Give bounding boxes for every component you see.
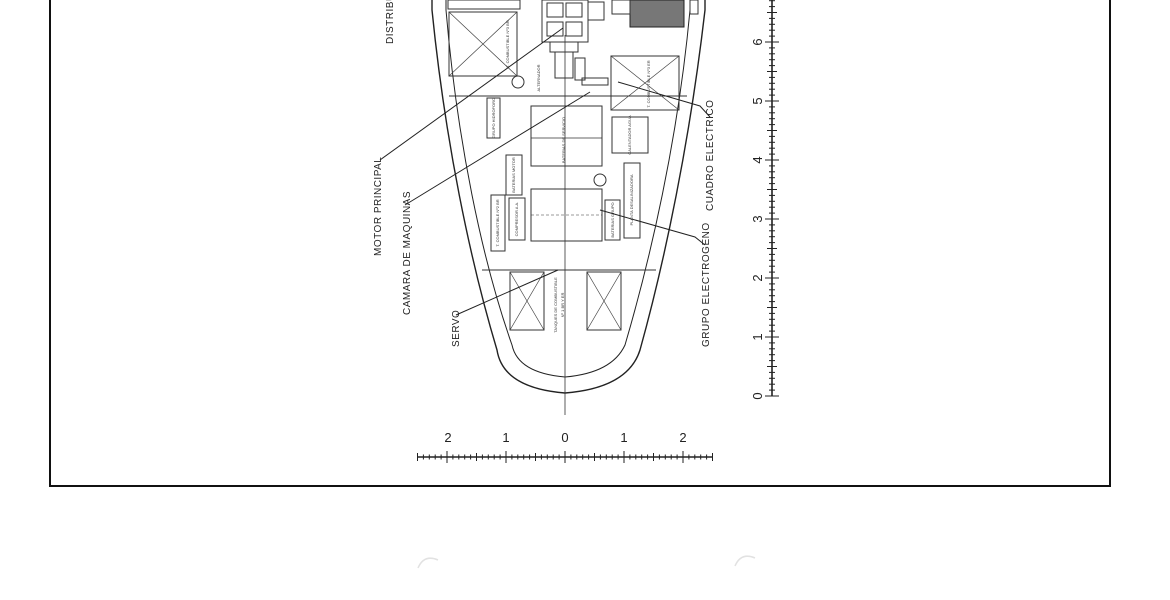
horizontal-scale: 2 1 0 1 2 [417,430,713,463]
svg-text:GRUPO HIDROFORO: GRUPO HIDROFORO [491,98,496,138]
leader-servo [455,269,559,316]
svg-text:BATERIAS MOTOR: BATERIAS MOTOR [511,157,516,193]
leader-motor-principal [379,27,564,161]
label-servo: SERVO [451,310,462,347]
svg-text:Nº 1 BR Y ER: Nº 1 BR Y ER [560,293,565,318]
pump-circle-lower [593,173,607,187]
svg-text:BATERIAS GRUPO: BATERIAS GRUPO [610,202,615,237]
engine-batteries: BATERIAS MOTOR [505,154,523,196]
vscale-label-4: 4 [750,156,765,163]
service-batteries: BATERIAS DE SERVICIO [530,105,603,167]
vscale-label-1: 1 [750,333,765,340]
svg-text:COMPRESOR A.A.: COMPRESOR A.A. [514,202,519,237]
vscale-label-0: 0 [750,392,765,399]
vscale-label-5: 5 [750,97,765,104]
hscale-label-1: 1 [502,430,509,445]
vertical-scale: 0 1 2 3 4 5 6 [750,0,779,400]
fuel-tank-3-er: T. COMBUSTIBLE Nº3 ER [610,55,680,111]
scan-mark-right [734,555,756,567]
vscale-label-3: 3 [750,215,765,222]
desalination-plant: PLANTA DESALINIZADORA [623,162,641,239]
hull-outline [431,0,706,394]
hscale-label-0: 2 [444,430,451,445]
hscale-label-2: 0 [561,430,568,445]
leader-camara-maquinas [404,91,591,206]
fuel-tank-3-br: T. COMBUSTIBLE Nº3 BR [448,11,518,77]
pump-circle-upper [511,75,525,89]
svg-text:T. COMBUSTIBLE Nº2 BR: T. COMBUSTIBLE Nº2 BR [495,199,500,246]
generator-set [530,188,603,242]
vscale-label-2: 2 [750,274,765,281]
vscale-label-6: 6 [750,38,765,45]
hscale-label-3: 1 [620,430,627,445]
label-cuadro-electrico: CUADRO ELECTRICO [705,100,716,211]
aft-fuel-tanks: TANQUES DE COMBUSTIBLE Nº 1 BR Y ER [509,271,622,333]
leader-lines [379,27,711,316]
label-grupo-electrogeno: GRUPO ELECTROGENO [701,222,712,347]
panel-box [581,77,609,86]
leader-cuadro-electrico [617,81,711,118]
water-heater: CALENTADOR AGUA [611,115,649,155]
fuel-tank-2-br: T. COMBUSTIBLE Nº2 BR [490,194,506,252]
svg-text:T. COMBUSTIBLE Nº3 BR: T. COMBUSTIBLE Nº3 BR [505,20,510,67]
svg-text:T. COMBUSTIBLE Nº3 ER: T. COMBUSTIBLE Nº3 ER [646,60,651,107]
label-distribucion: DISTRIBU [385,0,396,44]
label-camara-maquinas: CAMARA DE MAQUINAS [402,191,413,315]
hscale-label-4: 2 [679,430,686,445]
svg-text:PLANTA DESALINIZADORA: PLANTA DESALINIZADORA [629,174,634,225]
generator-batteries: BATERIAS GRUPO [604,199,621,241]
scan-mark-left [417,557,439,569]
leader-grupo-electrogeno [599,209,706,246]
top-structures [447,0,699,28]
ac-compressor: COMPRESOR A.A. [508,197,526,241]
label-motor-principal: MOTOR PRINCIPAL [373,157,384,256]
svg-text:ALTERNADOR: ALTERNADOR [536,64,541,91]
svg-text:CALENTADOR AGUA: CALENTADOR AGUA [627,115,632,155]
hydrophore-unit: GRUPO HIDROFORO [486,97,501,139]
svg-text:BATERIAS DE SERVICIO: BATERIAS DE SERVICIO [561,117,566,163]
main-engine: ALTERNADOR [536,0,605,92]
svg-text:TANQUES DE COMBUSTIBLE: TANQUES DE COMBUSTIBLE [553,277,558,333]
